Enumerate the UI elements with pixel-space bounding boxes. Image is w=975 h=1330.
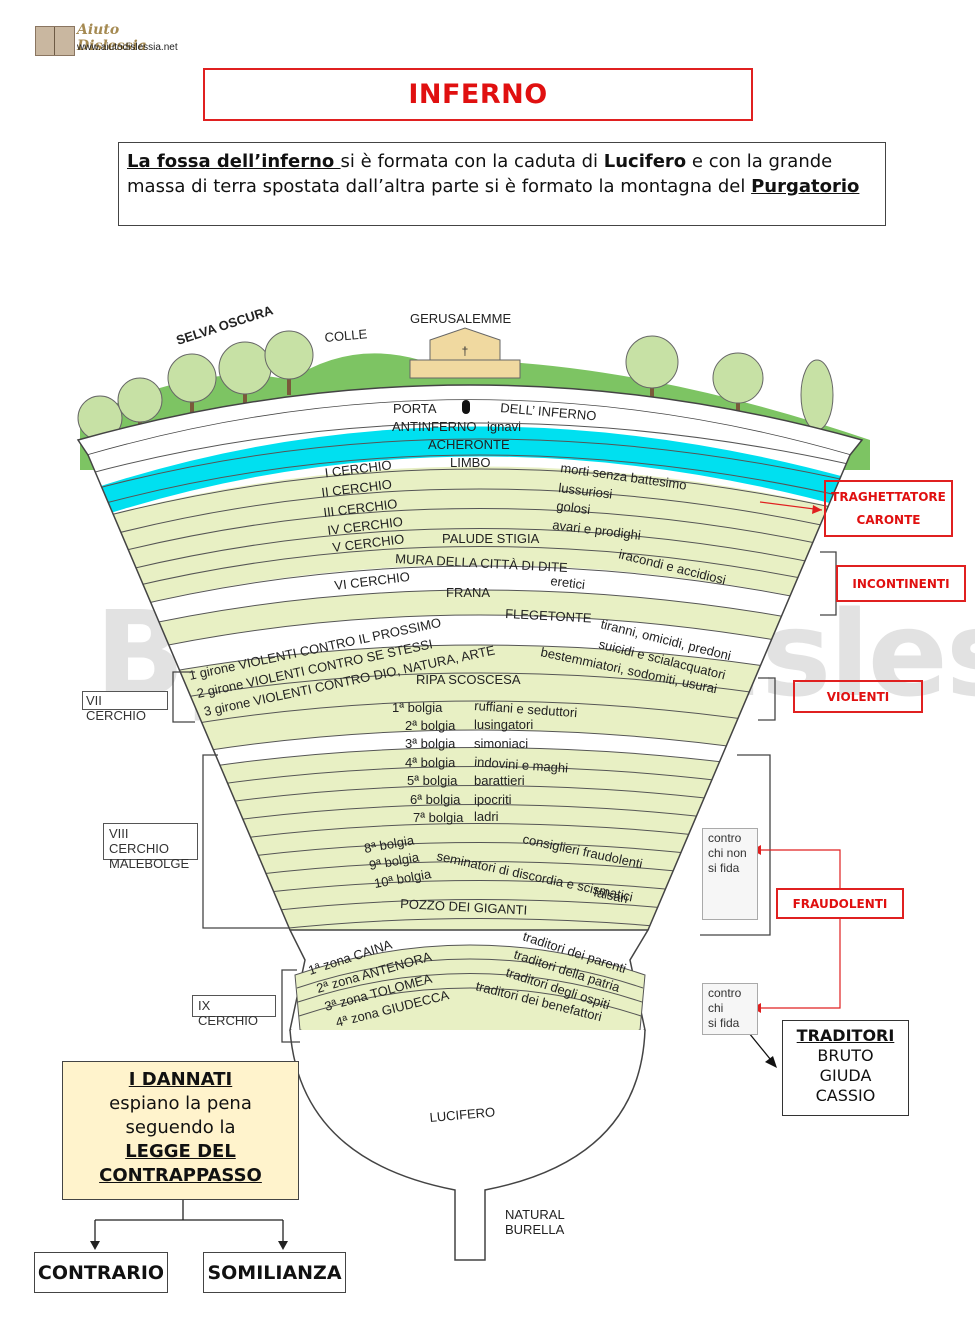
dannati-title: I DANNATI [128, 1069, 233, 1090]
label-frana: FRANA [446, 585, 490, 600]
label-ix-cerchio: IX CERCHIO [192, 995, 276, 1028]
label-natural-2: BURELLA [505, 1222, 565, 1237]
label-antinferno: ANTINFERNO [392, 419, 477, 434]
intro-box: La fossa dell’inferno si è formata con l… [118, 142, 886, 226]
label-palude-stigia: PALUDE STIGIA [442, 531, 540, 546]
intro-term-fossa: La fossa dell’inferno [127, 151, 341, 172]
label-bolgia-5: 5ª bolgia [407, 773, 458, 788]
intro-term-purgatorio: Purgatorio [751, 176, 860, 197]
arrow-head-traditori [765, 1056, 777, 1068]
box-somilianza: SOMILIANZA [203, 1252, 346, 1293]
traditori-giuda: GIUDA [819, 1066, 872, 1085]
label-bolgia-4-sin: indovini e maghi [474, 754, 569, 776]
label-bolgia-1: 1ª bolgia [392, 700, 443, 715]
label-bolgia-1-sin: ruffiani e seduttori [474, 698, 578, 720]
label-bolgia-2-sin: lusingatori [474, 717, 533, 732]
label-flegetonte: FLEGETONTE [505, 606, 592, 626]
intro-text-2: e con la grande massa di terra spostata … [127, 151, 833, 197]
label-porta: PORTA [393, 401, 437, 416]
svg-text:†: † [462, 344, 469, 358]
intro-term-lucifero: Lucifero [603, 151, 687, 172]
dannati-line-3: LEGGE DEL [125, 1141, 236, 1162]
label-bolgia-4: 4ª bolgia [405, 755, 456, 770]
box-violenti: VIOLENTI [793, 680, 923, 713]
trees [77, 330, 834, 445]
label-ripa-scoscesa: RIPA SCOSCESA [416, 672, 521, 687]
label-bolgia-6-sin: ipocriti [474, 792, 512, 807]
label-gerusalemme: GERUSALEMME [410, 311, 511, 326]
page-title: INFERNO [408, 79, 548, 110]
dannati-line-4: CONTRAPPASSO [99, 1165, 262, 1186]
intro-text-1: si è formata con la caduta di [340, 151, 604, 172]
title-box: INFERNO [203, 68, 753, 121]
dannati-line-1: espiano la pena [109, 1093, 252, 1114]
label-acheronte: ACHERONTE [428, 437, 510, 452]
dannati-connectors [94, 1200, 284, 1245]
logo-name: Aiuto Dislessia [77, 22, 147, 54]
red-connectors [752, 501, 841, 1013]
box-traditori: TRADITORI BRUTO GIUDA CASSIO [782, 1020, 909, 1116]
box-incontinenti: INCONTINENTI [836, 565, 966, 602]
label-bolgia-3-sin: simoniaci [474, 736, 528, 751]
book-icon [35, 26, 75, 56]
label-limbo: LIMBO [450, 455, 490, 470]
label-bolgia-6: 6ª bolgia [410, 792, 461, 807]
box-fraudolenti: FRAUDOLENTI [776, 888, 904, 919]
label-colle: COLLE [324, 326, 368, 345]
site-logo[interactable]: Aiuto Dislessia www.aiutodislessia.net [33, 20, 193, 60]
label-cerchio-3-sin: golosi [556, 498, 592, 517]
label-selva-oscura: SELVA OSCURA [174, 302, 275, 348]
label-bolgia-7: 7ª bolgia [413, 810, 464, 825]
box-dannati: I DANNATI espiano la pena seguendo la LE… [62, 1061, 299, 1200]
label-lucifero: LUCIFERO [429, 1104, 496, 1125]
label-bolgia-10-sin: falsari [592, 884, 629, 906]
lucifero-funnel [289, 1029, 646, 1261]
label-vii-cerchio: VII CERCHIO [82, 691, 168, 723]
label-bolgia-7-sin: ladri [474, 809, 499, 824]
door-icon [462, 400, 470, 414]
box-contrario: CONTRARIO [34, 1252, 168, 1293]
label-pozzo-giganti: POZZO DEI GIGANTI [400, 896, 528, 918]
label-cerchio-6-sin: eretici [550, 573, 586, 592]
label-bolgia-3: 3ª bolgia [405, 736, 456, 751]
label-bolgia-2: 2ª bolgia [405, 718, 456, 733]
label-natural-1: NATURAL [505, 1207, 565, 1222]
brackets [172, 551, 837, 1043]
traditori-title: TRADITORI [796, 1026, 895, 1045]
traditori-cassio: CASSIO [815, 1086, 876, 1105]
logo-url: www.aiutodislessia.net [77, 42, 178, 53]
label-cerchio-2-sin: lussuriosi [558, 480, 614, 502]
dannati-line-2: seguendo la [125, 1117, 236, 1138]
traditori-bruto: BRUTO [817, 1046, 874, 1065]
church-icon: † [409, 327, 521, 379]
label-ignavi: ignavi [487, 419, 521, 434]
label-bolgia-5-sin: barattieri [474, 773, 525, 788]
